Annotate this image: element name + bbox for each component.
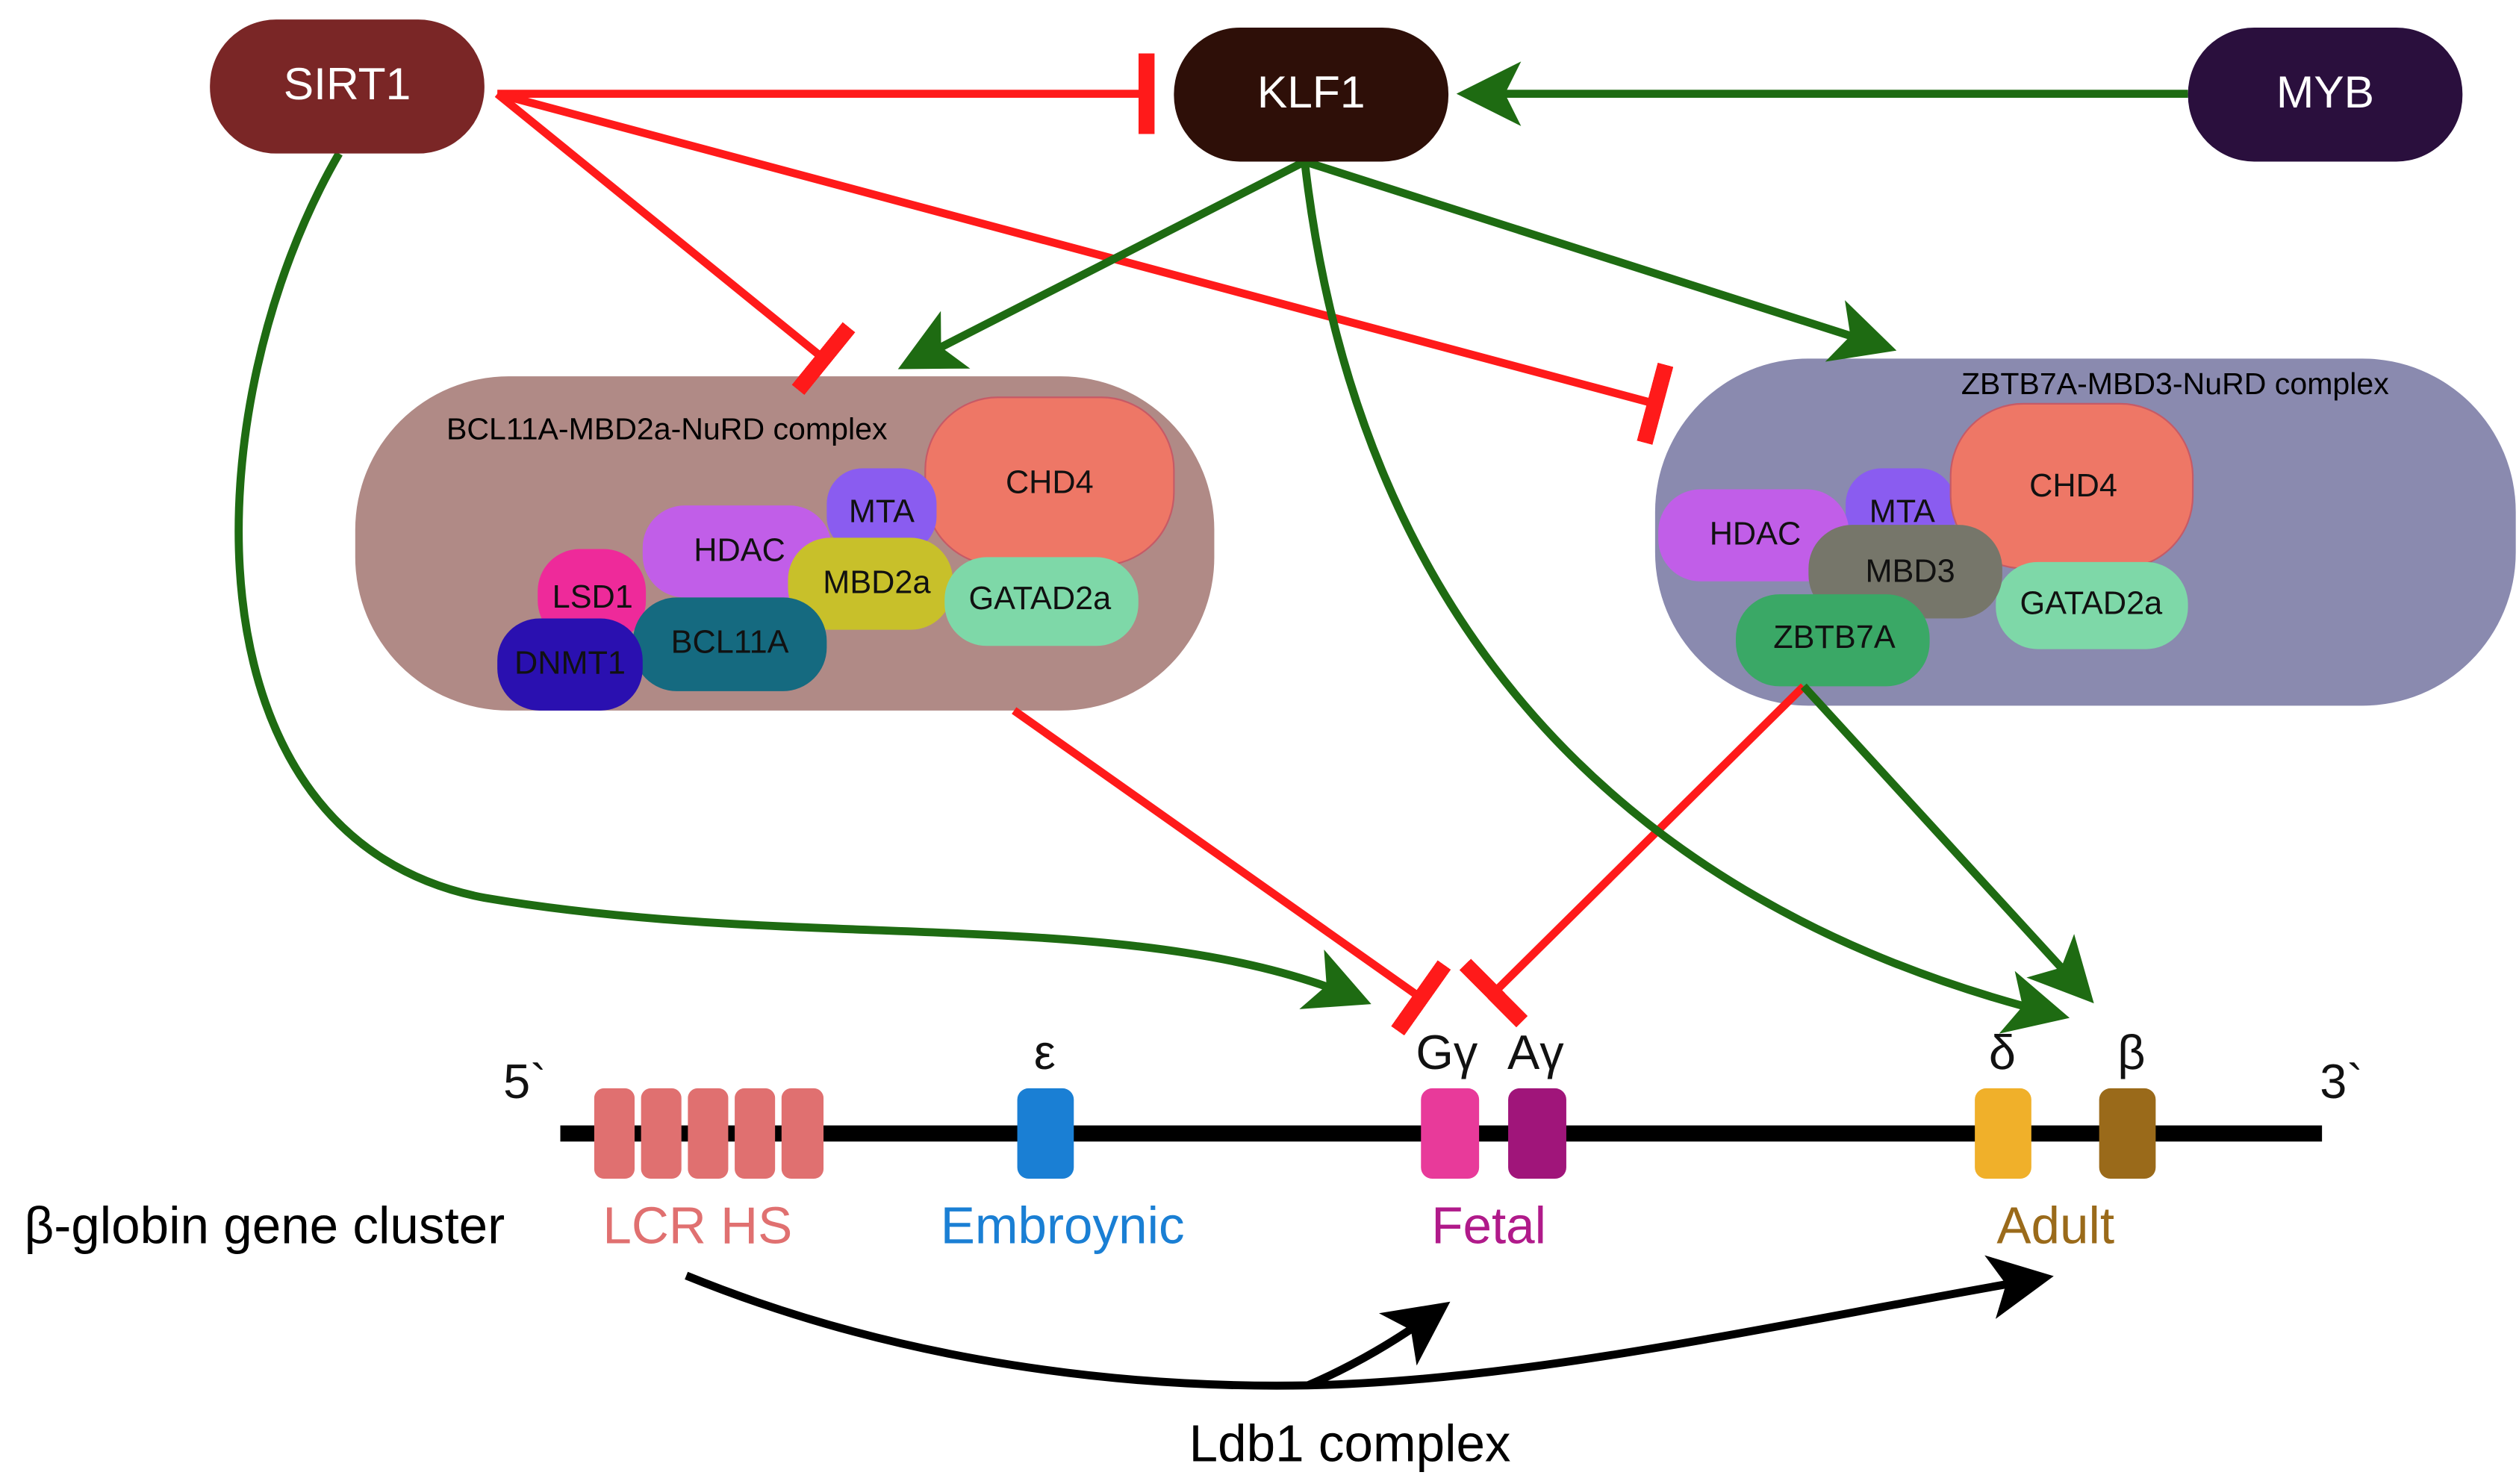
a-gamma-label: Aγ (1507, 1025, 1564, 1079)
sirt1-label: SIRT1 (284, 58, 411, 109)
gene-epsilon (1017, 1088, 1074, 1179)
subunit-mta: MTA (849, 493, 915, 529)
subunit-mbd3: MBD3 (1866, 553, 1955, 589)
zbtb7a-activates-beta (1800, 683, 2094, 1004)
subunit-dnmt1: DNMT1 (514, 646, 626, 682)
subunit-bcl11a: BCL11A (671, 625, 789, 661)
subunit-zbtb7a: ZBTB7A (1773, 620, 1896, 655)
g-gamma-label: Gγ (1416, 1025, 1478, 1079)
gene-a-gamma (1508, 1088, 1566, 1179)
regulator-myb: MYB (2188, 27, 2463, 162)
klf1-activates-zbtb7a-complex (1303, 158, 1897, 362)
beta-label: β (2117, 1025, 2145, 1079)
ldb1-looping-arrows (685, 1255, 2054, 1390)
epsilon-label: ε (1034, 1025, 1056, 1079)
gene-delta (1975, 1088, 2031, 1179)
subunit-gatad2a: GATAD2a (969, 581, 1112, 617)
sirt1-inhibits-zbtb7a-complex (496, 90, 1674, 445)
regulator-sirt1: SIRT1 (210, 19, 485, 154)
gene-g-gamma (1421, 1088, 1480, 1179)
five-prime-label: 5` (503, 1054, 547, 1109)
subunit-hdac: HDAC (694, 532, 785, 568)
sirt1-activates-gamma (234, 151, 1371, 1009)
subunit-chd4: CHD4 (2029, 468, 2117, 504)
complex-title: BCL11A-MBD2a-NuRD complex (446, 411, 888, 446)
regulator-klf1: KLF1 (1174, 27, 1449, 162)
klf1-activates-bcl11a-complex (897, 158, 1307, 370)
regulatory-edges (234, 53, 2188, 1036)
ldb1-complex-label: Ldb1 complex (1189, 1415, 1511, 1473)
lcr-hs-boxes (594, 1088, 824, 1179)
subunit-gatad2a: GATAD2a (2020, 586, 2164, 622)
delta-label: δ (1989, 1025, 2016, 1079)
group-adult: Adult (1996, 1197, 2114, 1255)
zbtb7a-inhibits-gamma (1459, 683, 1807, 1028)
group-lcr-hs: LCR HS (602, 1197, 792, 1255)
klf1-activates-beta (1301, 160, 2070, 1034)
gene-cluster: 5` 3` ε Gγ Aγ δ β β-globin gene cluster … (24, 1025, 2362, 1255)
group-fetal: Fetal (1431, 1197, 1546, 1255)
subunit-chd4: CHD4 (1006, 464, 1094, 500)
gene-beta (2099, 1088, 2156, 1179)
bcl11a-nurd-complex: BCL11A-MBD2a-NuRD complex CHD4 MTA HDAC … (355, 376, 1215, 711)
myb-label: MYB (2276, 66, 2374, 117)
sirt1-inhibits-bcl11a-complex (494, 90, 856, 396)
cluster-label: β-globin gene cluster (24, 1197, 505, 1255)
klf1-label: KLF1 (1257, 66, 1366, 117)
subunit-mbd2a: MBD2a (823, 565, 931, 601)
zbtb7a-nurd-complex: ZBTB7A-MBD3-NuRD complex MTA CHD4 HDAC G… (1654, 358, 2516, 706)
subunit-hdac: HDAC (1710, 517, 1802, 552)
group-embryonic: Embroynic (941, 1197, 1185, 1255)
complex-title: ZBTB7A-MBD3-NuRD complex (1961, 367, 2389, 401)
three-prime-label: 3` (2320, 1054, 2363, 1109)
subunit-lsd1: LSD1 (552, 579, 633, 615)
subunit-mta: MTA (1869, 493, 1935, 529)
